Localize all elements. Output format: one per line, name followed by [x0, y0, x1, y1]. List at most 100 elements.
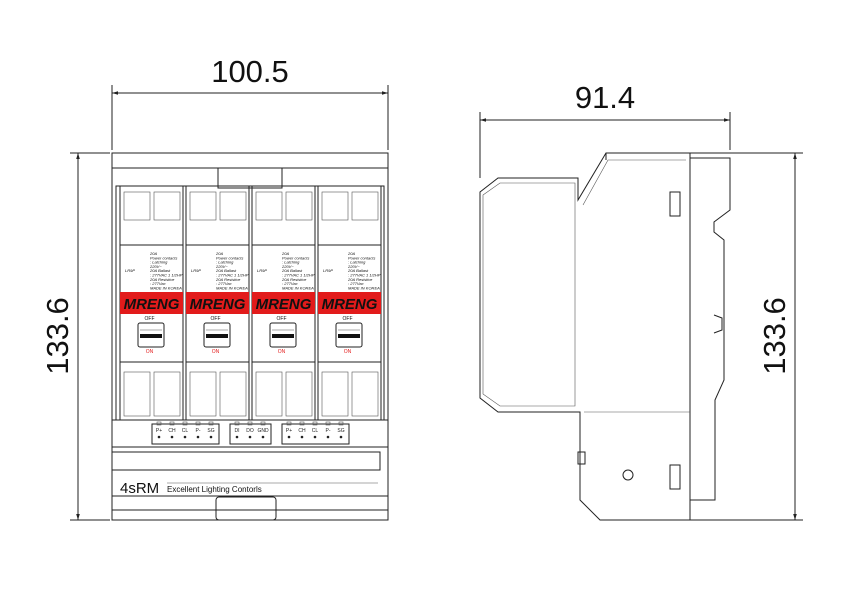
product-name: 4sRM [120, 480, 159, 497]
toggle-switch[interactable] [335, 322, 363, 348]
on-label: ON [146, 349, 154, 355]
relay-spec-line: : 277Vac [150, 281, 166, 286]
product-tagline: Excellent Lighting Contorls [167, 485, 262, 494]
pin-label: P- [326, 428, 331, 434]
relay-spec-line: MADE IN KOREA [282, 285, 314, 290]
relay-spec-line: 20A Ballast [215, 268, 237, 273]
relay-spec-line: 20A Ballast [281, 268, 303, 273]
relay-spec-line: : 277VAC 1 1/2HP [216, 273, 249, 278]
dimension-front-width: 100.5 [111, 54, 389, 150]
relay-spec-line: 220V~ [347, 264, 360, 269]
relay-spec-line: 220V~ [215, 264, 228, 269]
brand-band [318, 292, 381, 314]
relay-spec-line: : Latching [216, 260, 234, 265]
screw-terminal [153, 371, 181, 417]
relay-spec-line: 20A [347, 251, 355, 256]
pin-screw [326, 435, 330, 439]
front-height-label: 133.6 [40, 297, 75, 375]
relay-spec-line: 220V~ [149, 264, 162, 269]
relay-spec-line: : Latching [282, 260, 300, 265]
relay-spec-line: 20A Resistive [347, 277, 373, 282]
pin-screw [287, 435, 291, 439]
screw-terminal [321, 191, 349, 221]
relay-spec-line: Power contacts [282, 255, 309, 260]
off-label: OFF [277, 316, 287, 322]
relay-spec-line: Power contacts [150, 255, 177, 260]
relay-spec-line: 20A [149, 251, 157, 256]
toggle-switch[interactable] [269, 322, 297, 348]
relay-spec-line: 20A Resistive [215, 277, 241, 282]
screw-terminal [123, 191, 151, 221]
screw-terminal [219, 191, 247, 221]
off-label: OFF [211, 316, 221, 322]
screw-terminal [189, 191, 217, 221]
pin-screw [196, 435, 200, 439]
pin-screw [339, 435, 343, 439]
front-width-label: 100.5 [211, 54, 289, 89]
relay-spec-line: 20A Resistive [281, 277, 307, 282]
pin-label: GND [257, 428, 269, 434]
screw-terminal [255, 371, 283, 417]
relay-spec-line: : Latching [348, 260, 366, 265]
relay-spec-line: : 277Vac [282, 281, 298, 286]
side-view [479, 152, 731, 521]
screw-terminal [255, 191, 283, 221]
pin-screw [170, 435, 174, 439]
relay-spec-line: 20A Ballast [149, 268, 171, 273]
pin-label: CH [168, 428, 176, 434]
brand-logo: MRENG [190, 296, 246, 313]
relay-spec-line: Power contacts [216, 255, 243, 260]
pin-label: P+ [286, 428, 292, 434]
relay-spec-line: 220V~ [281, 264, 294, 269]
screw-terminal [153, 191, 181, 221]
screw-terminal [321, 371, 349, 417]
side-height-label: 133.6 [757, 297, 792, 375]
screw-terminal [285, 371, 313, 417]
pin-screw [157, 435, 161, 439]
dimension-side-height: 133.6 [690, 152, 803, 521]
relay-spec-line: MADE IN KOREA [150, 285, 182, 290]
relay-spec-line: 20A [281, 251, 289, 256]
relay-model: LR9P [257, 268, 267, 273]
off-label: OFF [145, 316, 155, 322]
brand-logo: MRENG [256, 296, 312, 313]
relay-spec-line: 20A Resistive [149, 277, 175, 282]
screw-terminal [351, 371, 379, 417]
relay-spec-line: : 277Vac [348, 281, 364, 286]
pin-label: P+ [156, 428, 162, 434]
pin-label: CH [298, 428, 306, 434]
on-label: ON [278, 349, 286, 355]
pin-label: SG [337, 428, 344, 434]
relay-model: LR9P [323, 268, 333, 273]
toggle-switch[interactable] [203, 322, 231, 348]
screw-terminal [189, 371, 217, 417]
toggle-switch[interactable] [137, 322, 165, 348]
screw-terminal [123, 371, 151, 417]
screw-terminal [285, 191, 313, 221]
brand-logo: MRENG [322, 296, 378, 313]
screw-terminal [219, 371, 247, 417]
relay-spec-line: : 277VAC 1 1/2HP [348, 273, 381, 278]
on-label: ON [344, 349, 352, 355]
pin-label: CL [312, 428, 319, 434]
pin-label: SG [207, 428, 214, 434]
pin-screw [261, 435, 265, 439]
side-depth-label: 91.4 [575, 80, 635, 115]
brand-band [252, 292, 315, 314]
pin-label: DI [235, 428, 240, 434]
relay-spec-line: : Latching [150, 260, 168, 265]
relay-spec-line: 20A [215, 251, 223, 256]
pin-label: P- [196, 428, 201, 434]
pin-screw [209, 435, 213, 439]
relay-spec-line: 20A Ballast [347, 268, 369, 273]
pin-screw [183, 435, 187, 439]
